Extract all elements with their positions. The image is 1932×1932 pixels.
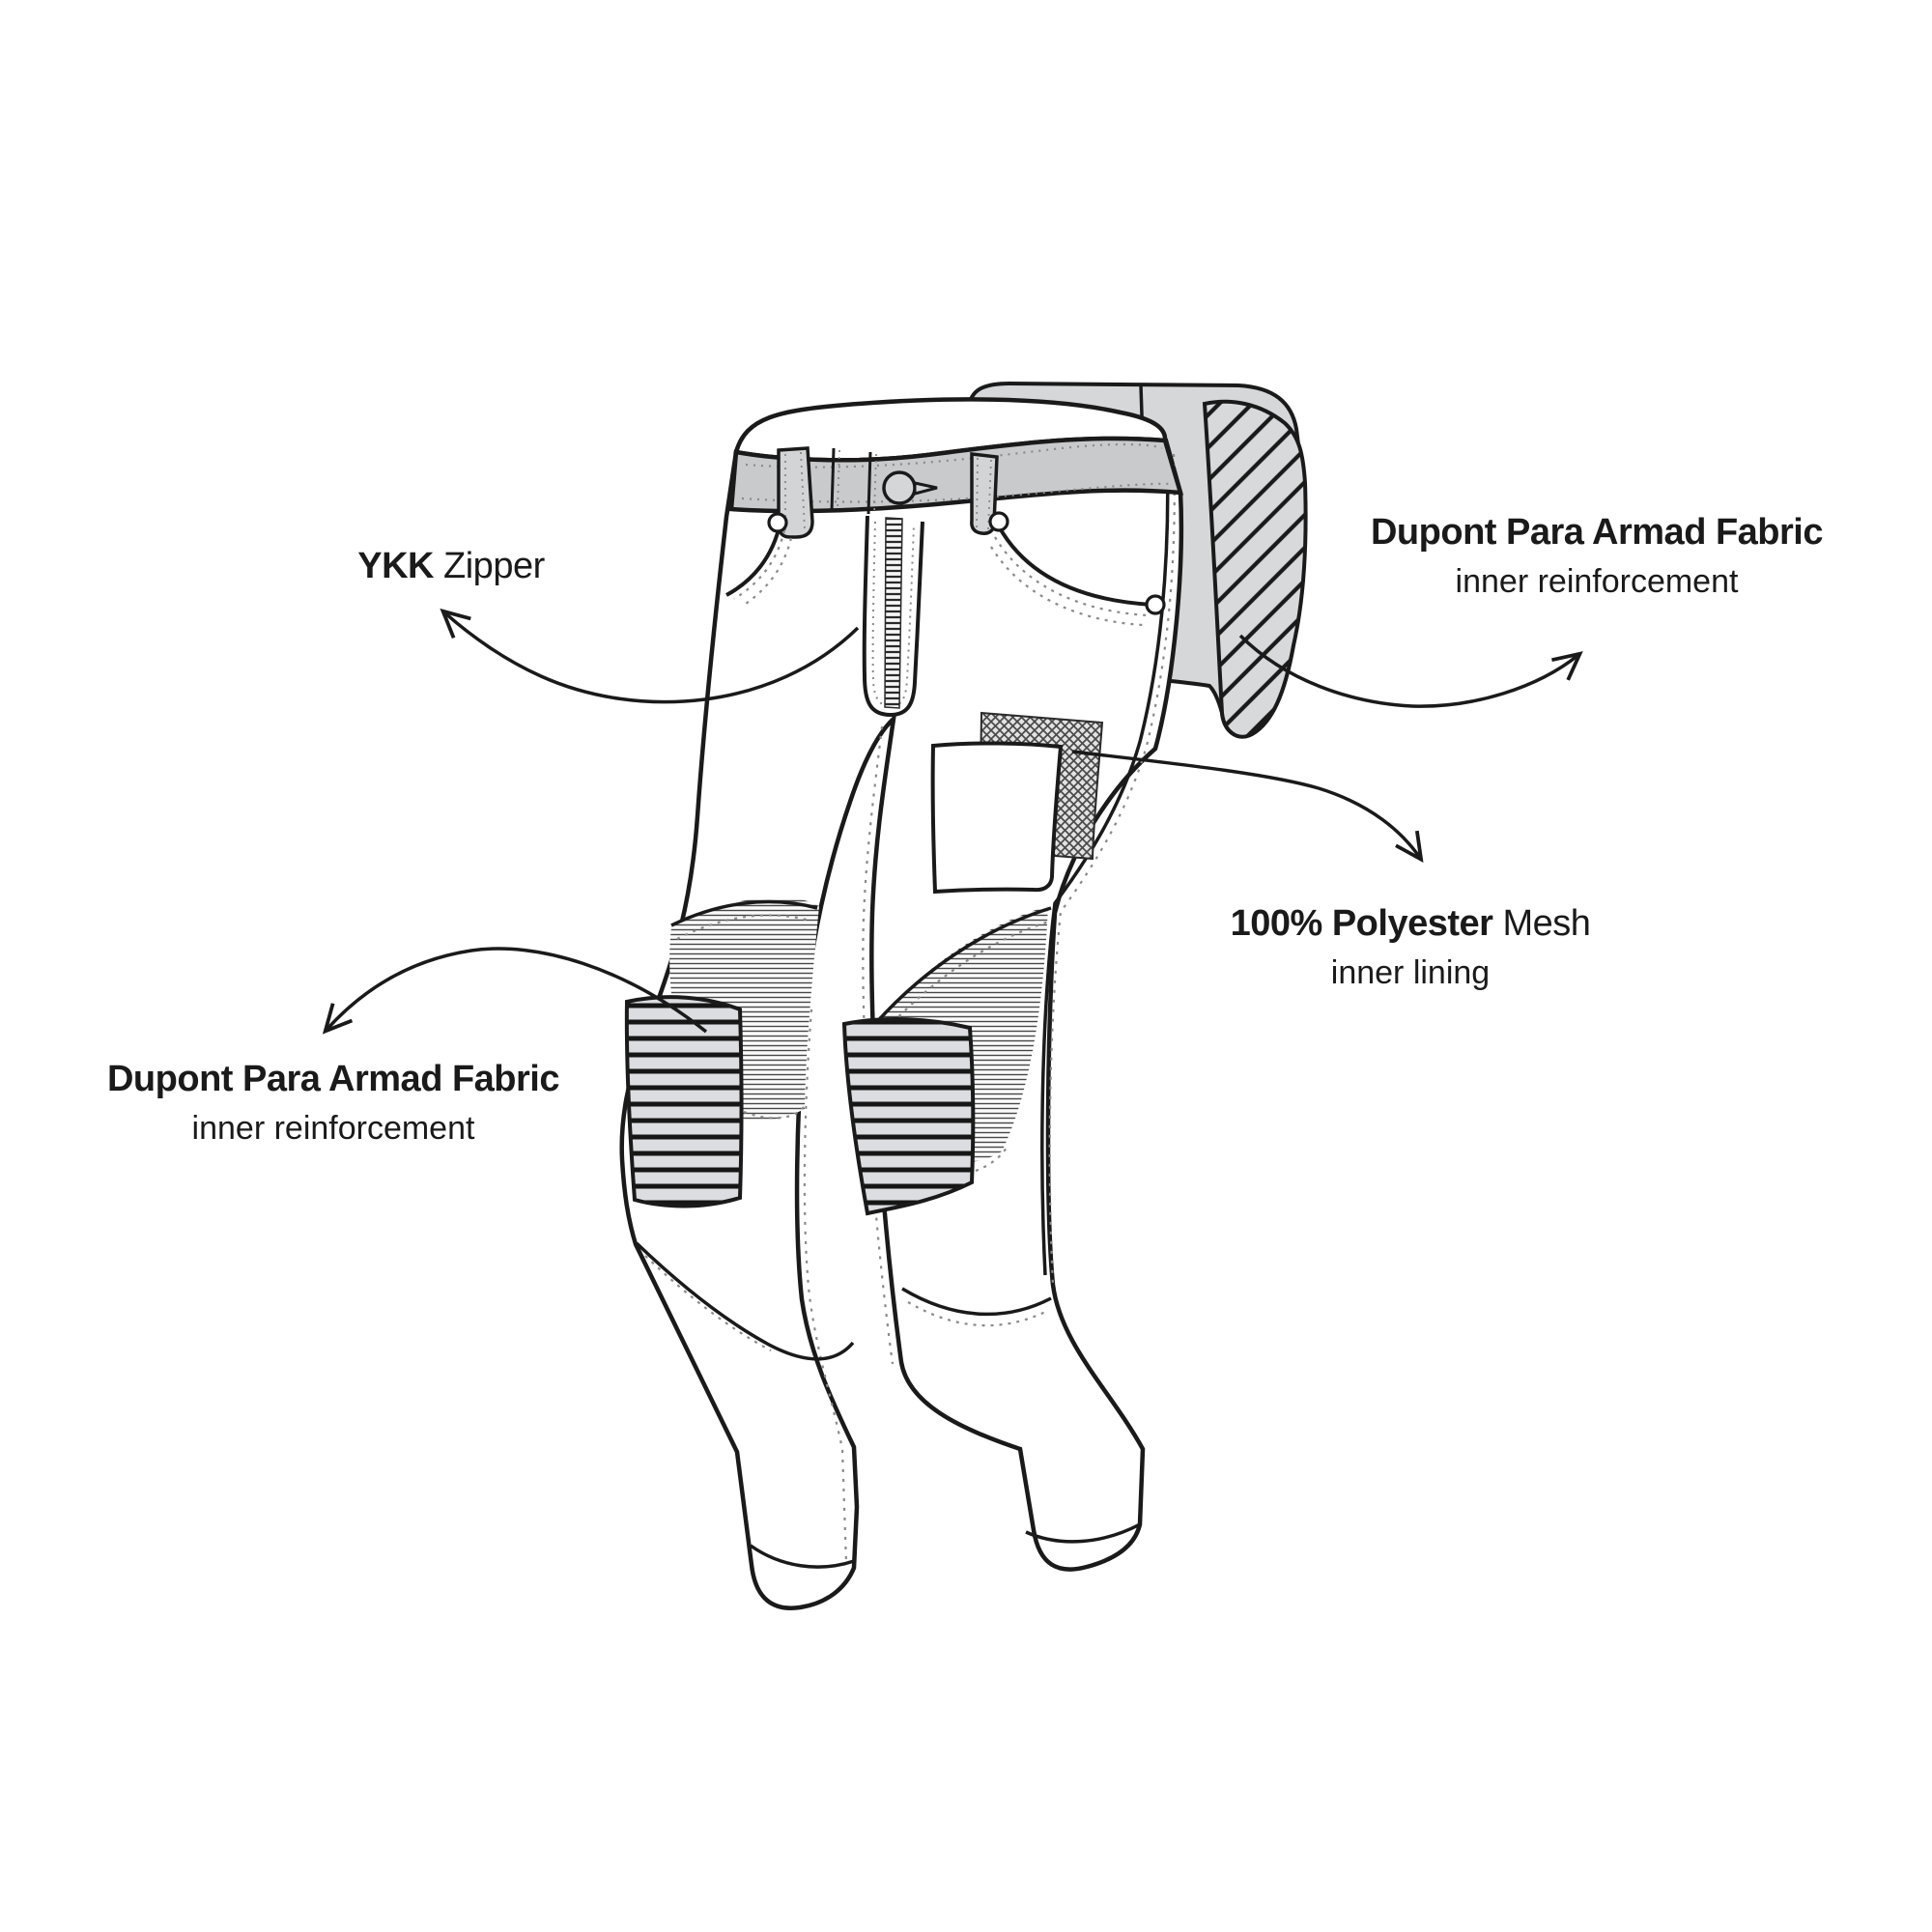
callout-dupont-left: Dupont Para Armad Fabric inner reinforce… <box>92 1057 575 1148</box>
front-pocket-right <box>990 526 1153 627</box>
callout-polyester-mesh-subtitle: inner lining <box>1330 953 1491 991</box>
callout-dupont-left-bold: Dupont Para Armad Fabric <box>106 1059 560 1099</box>
knee-pad-left <box>624 995 744 1208</box>
leg-seams <box>635 1241 1052 1361</box>
callout-arrows <box>322 608 1583 1035</box>
leg-cuffs <box>749 1522 1141 1569</box>
callout-dupont-right-subtitle: inner reinforcement <box>1455 562 1739 600</box>
callout-ykk-bold: YKK <box>357 546 434 586</box>
left-inseam-stitching <box>803 1009 848 1564</box>
zipper-teeth <box>884 517 903 709</box>
crotch-stitching <box>862 725 895 1365</box>
rivets <box>767 511 1166 615</box>
arrow-dupont-left <box>322 947 708 1035</box>
callout-dupont-right-bold: Dupont Para Armad Fabric <box>1370 512 1824 553</box>
callout-dupont-left-subtitle: inner reinforcement <box>191 1109 475 1147</box>
waist-button <box>882 470 938 505</box>
zipper-fly <box>862 515 924 718</box>
arrow-mesh-lining <box>1071 750 1424 864</box>
callout-ykk-regular: Zipper <box>433 546 545 586</box>
callout-mesh-regular: Mesh <box>1492 903 1591 944</box>
callout-mesh-bold: 100% Polyester <box>1230 903 1493 944</box>
callout-ykk-zipper-text: YKK Zipper <box>258 544 644 590</box>
callout-ykk-zipper: YKK Zipper <box>258 544 644 590</box>
callout-polyester-mesh: 100% Polyester Mesh inner lining <box>1217 901 1604 992</box>
arrow-dupont-right <box>1238 634 1583 708</box>
callout-dupont-right: Dupont Para Armad Fabric inner reinforce… <box>1355 510 1838 601</box>
callout-dupont-left-title: Dupont Para Armad Fabric <box>92 1057 575 1103</box>
waistband <box>728 436 1184 515</box>
callout-polyester-mesh-title: 100% Polyester Mesh <box>1217 901 1604 948</box>
pocket-flap <box>930 741 1064 895</box>
hip-panel-hatch <box>1202 399 1308 739</box>
knee-pad-right <box>841 1017 976 1216</box>
callout-dupont-right-title: Dupont Para Armad Fabric <box>1355 510 1838 556</box>
arrow-ykk-zipper <box>440 608 860 704</box>
